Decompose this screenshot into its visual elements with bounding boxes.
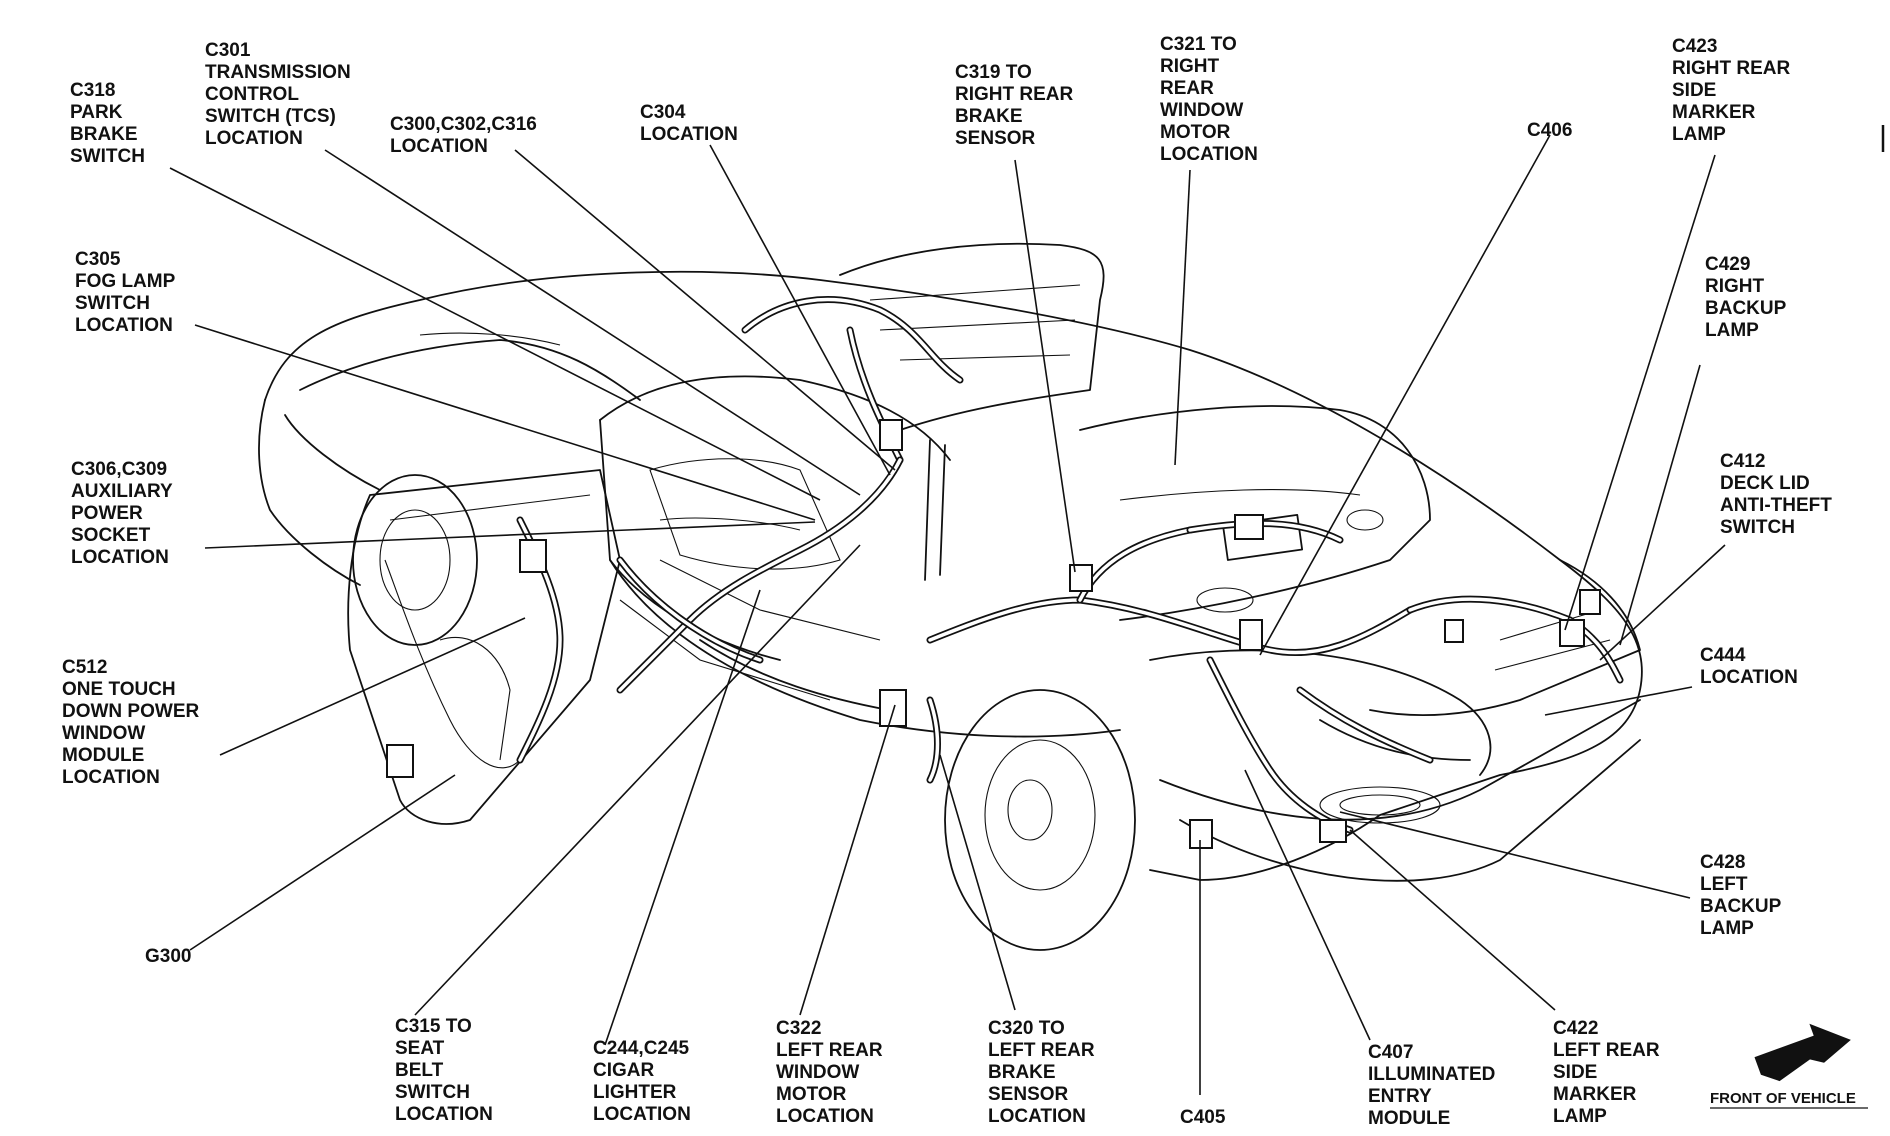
leader-lines	[169, 134, 1726, 1095]
callout-labels: C301 TRANSMISSION CONTROL SWITCH (TCS) L…	[62, 34, 1837, 1129]
callout-c321: C321 TO RIGHT REAR WINDOW MOTOR LOCATION	[1160, 34, 1258, 165]
leader-c304	[709, 144, 891, 476]
leader-c444	[1544, 686, 1693, 716]
callout-c315: C315 TO SEAT BELT SWITCH LOCATION	[395, 1016, 493, 1125]
leader-c306	[204, 521, 816, 549]
callout-c301: C301 TRANSMISSION CONTROL SWITCH (TCS) L…	[205, 40, 356, 149]
callout-c412: C412 DECK LID ANTI-THEFT SWITCH	[1720, 451, 1837, 538]
leader-c320	[939, 754, 1016, 1011]
leader-g300	[189, 774, 456, 951]
callout-c428: C428 LEFT BACKUP LAMP	[1700, 852, 1786, 939]
leader-c305	[194, 324, 816, 521]
leader-c406	[1259, 134, 1551, 656]
callout-c405: C405	[1180, 1107, 1226, 1128]
callout-c319: C319 TO RIGHT REAR BRAKE SENSOR	[955, 62, 1079, 149]
callout-g300: G300	[145, 946, 191, 967]
leader-c512	[219, 617, 526, 756]
leader-c318	[169, 167, 821, 501]
callout-c429: C429 RIGHT BACKUP LAMP	[1705, 254, 1791, 341]
front-of-vehicle-label: FRONT OF VEHICLE	[1710, 1090, 1856, 1107]
arrow-icon	[1754, 1023, 1851, 1082]
callout-c300: C300,C302,C316 LOCATION	[390, 114, 542, 157]
leader-c428	[1339, 811, 1691, 899]
leader-c315	[414, 544, 861, 1016]
leader-c322	[799, 704, 896, 1016]
leader-c321	[1174, 169, 1191, 466]
callout-c322: C322 LEFT REAR WINDOW MOTOR LOCATION	[776, 1018, 888, 1127]
callout-c422: C422 LEFT REAR SIDE MARKER LAMP	[1553, 1018, 1665, 1127]
callout-c318: C318 PARK BRAKE SWITCH	[70, 80, 145, 167]
leader-c412	[1599, 544, 1726, 661]
callout-c305: C305 FOG LAMP SWITCH LOCATION	[75, 249, 180, 336]
front-of-vehicle-indicator: FRONT OF VEHICLE	[1710, 1023, 1868, 1109]
leader-c423	[1564, 154, 1716, 631]
callout-c406: C406	[1527, 120, 1572, 141]
leader-c422	[1349, 829, 1556, 1011]
wiring-harness	[516, 296, 1624, 849]
callout-c304: C304 LOCATION	[640, 102, 738, 145]
callout-c407: C407 ILLUMINATED ENTRY MODULE	[1368, 1042, 1501, 1129]
callout-c423: C423 RIGHT REAR SIDE MARKER LAMP	[1672, 36, 1796, 145]
leader-c301	[324, 149, 861, 496]
vehicle-illustration	[258, 242, 1643, 951]
leader-c300	[514, 149, 896, 471]
callout-c320: C320 TO LEFT REAR BRAKE SENSOR LOCATION	[988, 1018, 1100, 1127]
leader-c429	[1619, 364, 1701, 646]
callout-c512: C512 ONE TOUCH DOWN POWER WINDOW MODULE …	[62, 657, 205, 788]
callout-c444: C444 LOCATION	[1700, 645, 1798, 688]
leader-c319	[1014, 159, 1076, 573]
leader-c407	[1244, 769, 1371, 1041]
leader-c244	[604, 589, 761, 1046]
callout-c244: C244,C245 CIGAR LIGHTER LOCATION	[593, 1038, 694, 1125]
callout-c306: C306,C309 AUXILIARY POWER SOCKET LOCATIO…	[71, 459, 178, 568]
